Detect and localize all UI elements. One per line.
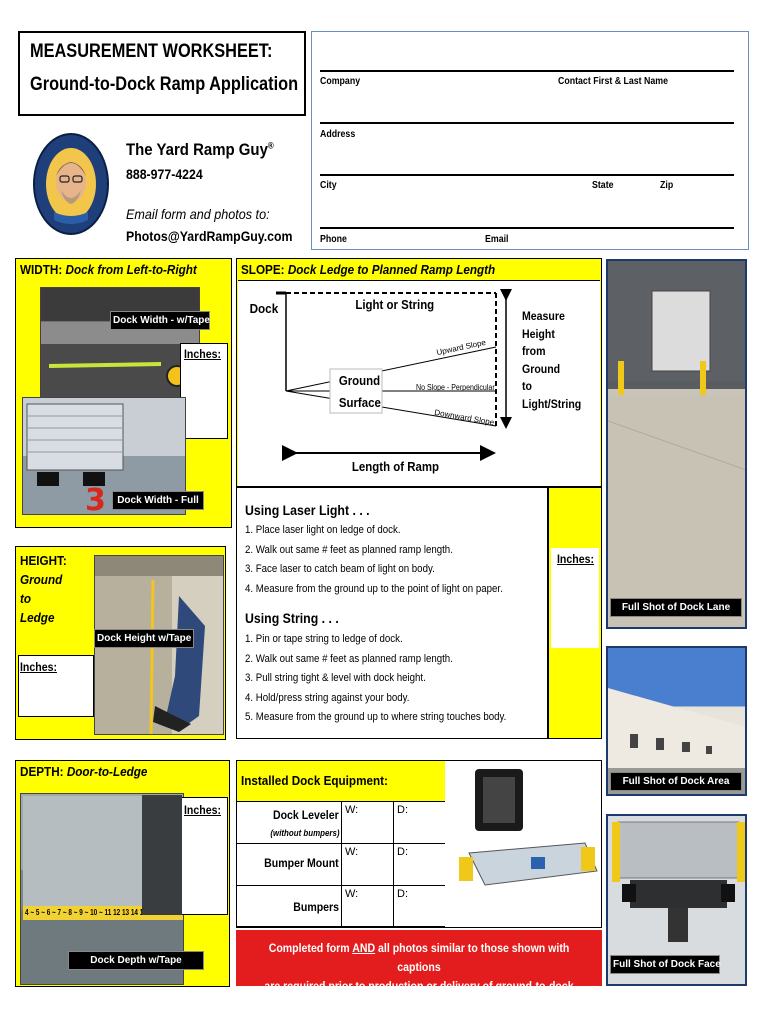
width-inches-label: Inches: xyxy=(184,347,221,361)
bumpers-depth-field[interactable]: D: xyxy=(393,886,445,926)
height-inches-box[interactable] xyxy=(18,655,94,717)
bumper-mount-label: Bumper Mount xyxy=(264,856,339,870)
address-label: Address xyxy=(320,129,356,140)
slope-panel: SLOPE: Dock Ledge to Planned Ramp Length… xyxy=(236,258,602,487)
string-heading: Using String . . . xyxy=(245,610,339,626)
company-label: Company xyxy=(320,76,361,87)
phone-label: Phone xyxy=(320,234,347,245)
email-label: Email xyxy=(485,234,509,245)
contact-name-label: Contact First & Last Name xyxy=(558,76,669,87)
bumper-mount-width-field[interactable]: W: xyxy=(341,844,393,885)
worksheet-subtitle: Ground-to-Dock Ramp Application xyxy=(30,74,299,95)
string-steps: 1. Pin or tape string to ledge of dock. … xyxy=(245,633,507,723)
state-label: State xyxy=(592,180,614,191)
width-tape-caption: Dock Width - w/Tape xyxy=(110,311,210,330)
dock-area-photo xyxy=(606,646,747,796)
dock-lane-caption: Full Shot of Dock Lane xyxy=(610,598,742,617)
bumpers-label: Bumpers xyxy=(293,900,339,914)
dock-face-caption: Full Shot of Dock Face xyxy=(610,955,721,974)
dock-leveler-label: Dock Leveler xyxy=(273,808,339,822)
tape-measure-numbers: 4 ~ 5 ~ 6 ~ 7 ~ 8 ~ 9 ~ 10 ~ 11 12 13 14… xyxy=(25,908,147,917)
height-caption: Dock Height w/Tape xyxy=(94,629,194,648)
submission-notice: Completed form AND all photos similar to… xyxy=(236,930,602,1012)
slope-inches-box[interactable] xyxy=(551,548,599,648)
ramp-length-label: Length of Ramp xyxy=(351,459,440,474)
notice-line-1: Completed form AND all photos similar to… xyxy=(268,941,570,974)
slope-inches-label: Inches: xyxy=(557,552,594,566)
contact-form: Company Contact First & Last Name Addres… xyxy=(311,31,749,250)
slope-diagram: Dock Light or String Measure Height from… xyxy=(238,280,600,486)
equipment-row-bumper-mount: Bumper Mount W: D: xyxy=(237,843,445,885)
dock-leveler-note: (without bumpers) xyxy=(269,828,339,838)
measurement-instructions: Using Laser Light . . . 1. Place laser l… xyxy=(236,487,548,739)
city-field[interactable] xyxy=(320,174,734,176)
equipment-row-bumpers: Bumpers W: D: xyxy=(237,885,445,927)
depth-caption: Dock Depth w/Tape xyxy=(68,951,204,970)
height-inches-label: Inches: xyxy=(20,660,57,674)
dock-label: Dock xyxy=(249,301,279,316)
dock-width-tape-photo xyxy=(40,287,200,399)
company-field[interactable] xyxy=(320,70,734,72)
no-slope-label: No Slope - Perpendicular xyxy=(416,383,495,392)
brand-phone: 888-977-4224 xyxy=(126,166,203,182)
depth-inches-label: Inches: xyxy=(184,803,221,817)
notice-line-2: are required prior to production or deli… xyxy=(264,979,574,1012)
height-panel: HEIGHT: Ground to Ledge Dock Height w/Ta… xyxy=(15,546,226,740)
city-label: City xyxy=(320,180,337,191)
surface-label: Surface xyxy=(338,395,381,410)
height-title: HEIGHT: Ground to Ledge xyxy=(20,553,67,625)
laser-steps: 1. Place laser light on ledge of dock. 2… xyxy=(245,524,503,595)
light-string-label: Light or String xyxy=(355,297,435,312)
dock-width-full-photo: 3 xyxy=(22,397,186,515)
bumper-mount-depth-field[interactable]: D: xyxy=(393,844,445,885)
slope-inches-panel: Inches: xyxy=(548,487,602,739)
worksheet-title-box: MEASUREMENT WORKSHEET: Ground-to-Dock Ra… xyxy=(18,31,306,116)
width-inches-box[interactable] xyxy=(180,343,228,439)
address-field[interactable] xyxy=(320,122,734,124)
brand-name: The Yard Ramp Guy® xyxy=(126,140,274,159)
dock-door-edge-photo xyxy=(142,795,182,915)
dock-leveler-depth-field[interactable]: D: xyxy=(393,802,445,843)
dock-area-caption: Full Shot of Dock Area xyxy=(610,772,742,791)
yard-ramp-guy-logo xyxy=(32,120,110,248)
email-instruction: Email form and photos to: xyxy=(126,206,270,222)
width-panel: WIDTH: Dock from Left-to-Right Inches: D… xyxy=(15,258,232,528)
bumpers-width-field[interactable]: W: xyxy=(341,886,393,926)
slope-title: SLOPE: Dock Ledge to Planned Ramp Length xyxy=(241,262,496,277)
brand-email: Photos@YardRampGuy.com xyxy=(126,228,293,244)
zip-label: Zip xyxy=(660,180,674,191)
width-full-caption: Dock Width - Full xyxy=(112,491,204,510)
measure-instruction: Measure Height from Ground to Light/Stri… xyxy=(522,309,582,411)
width-title: WIDTH: Dock from Left-to-Right xyxy=(20,262,197,277)
depth-title: DEPTH: Door-to-Ledge xyxy=(20,764,148,779)
phone-email-field[interactable] xyxy=(320,227,734,229)
worksheet-title: MEASUREMENT WORKSHEET: xyxy=(30,41,273,62)
equipment-panel: Installed Dock Equipment: Dock Leveler (… xyxy=(236,760,602,928)
equipment-row-dock-leveler: Dock Leveler (without bumpers) W: D: xyxy=(237,801,445,843)
depth-panel: DEPTH: Door-to-Ledge 4 ~ 5 ~ 6 ~ 7 ~ 8 ~… xyxy=(15,760,230,987)
laser-heading: Using Laser Light . . . xyxy=(245,502,370,518)
dock-lane-photo xyxy=(606,259,747,629)
dock-leveler-width-field[interactable]: W: xyxy=(341,802,393,843)
equipment-title: Installed Dock Equipment: xyxy=(241,773,388,788)
ground-label: Ground xyxy=(338,373,381,388)
svg-text:3: 3 xyxy=(85,483,106,515)
equipment-photos xyxy=(445,761,601,927)
